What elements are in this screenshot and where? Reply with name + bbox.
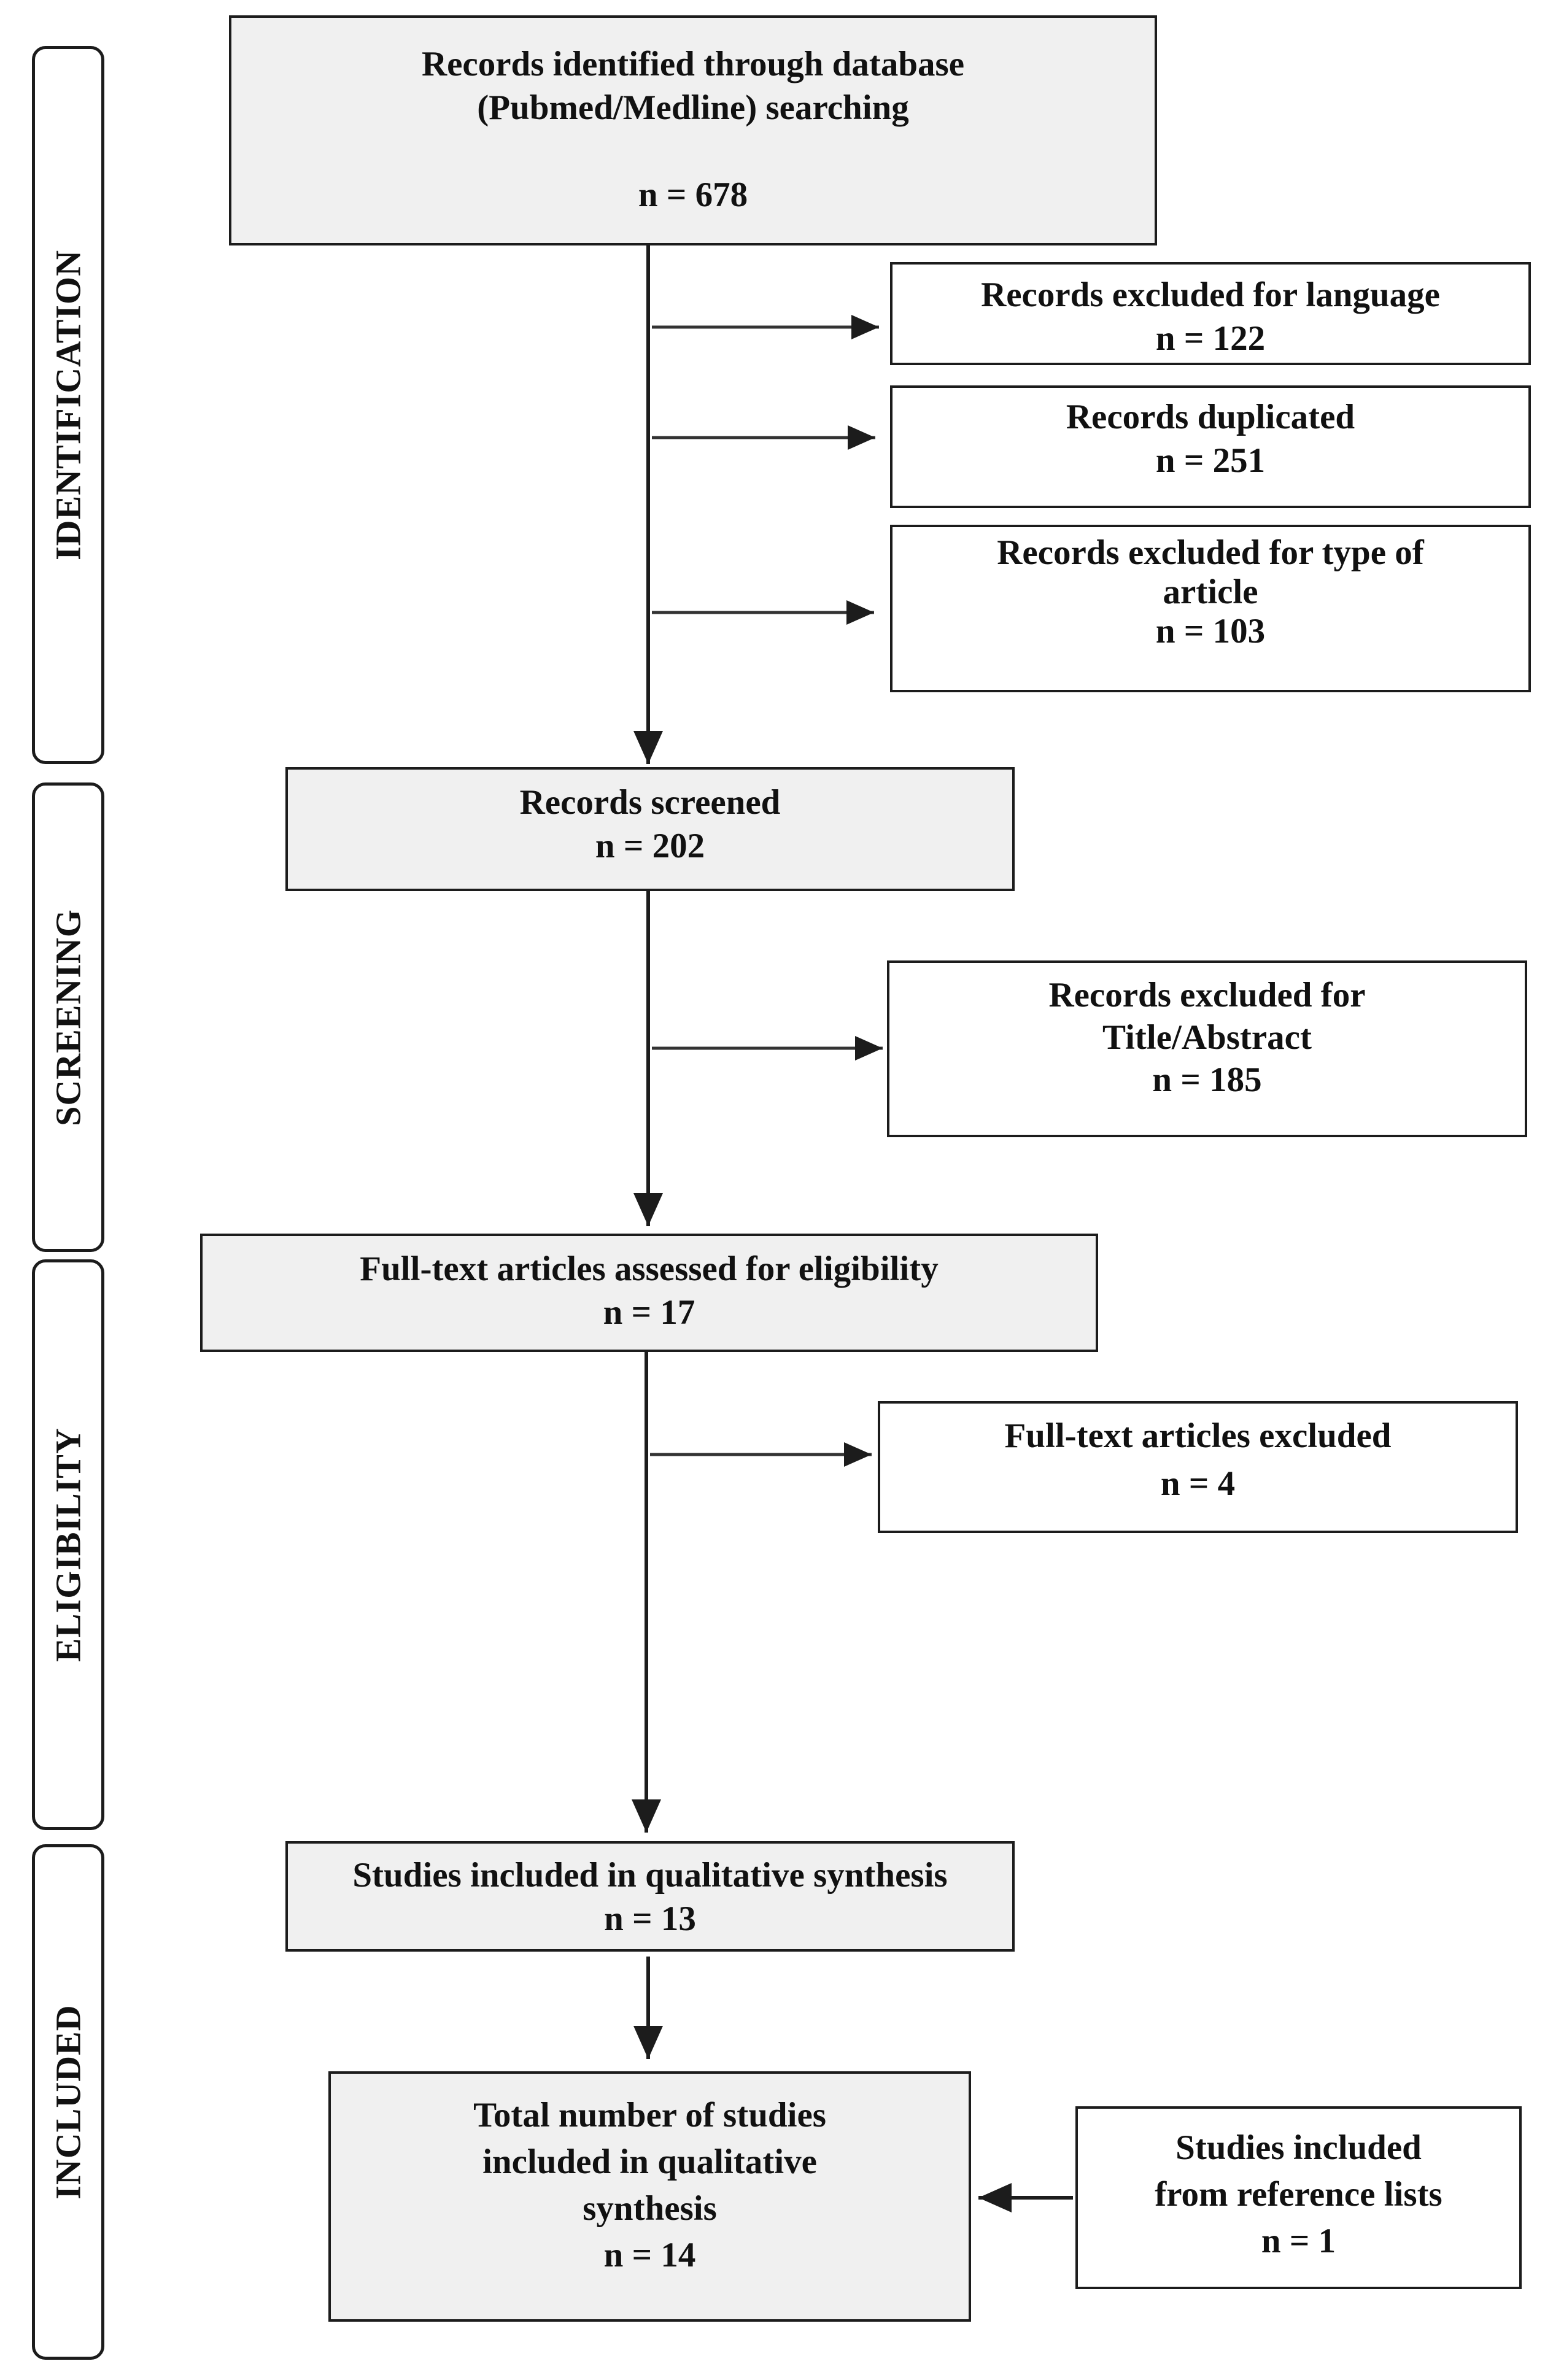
excluded-language-count: n = 122 xyxy=(1155,319,1266,358)
excluded-language-line1: Records excluded for language xyxy=(981,276,1440,314)
qualitative-count: n = 13 xyxy=(604,1899,696,1938)
total-line3: synthesis xyxy=(583,2189,717,2228)
box-total-studies: Total number of studies included in qual… xyxy=(328,2071,971,2322)
phase-identification: IDENTIFICATION xyxy=(32,46,104,764)
qualitative-line1: Studies included in qualitative synthesi… xyxy=(352,1856,948,1895)
identified-count: n = 678 xyxy=(638,176,748,214)
fulltext-excluded-line1: Full-text articles excluded xyxy=(1004,1416,1392,1455)
fulltext-assessed-count: n = 17 xyxy=(603,1293,695,1332)
phase-included: INCLUDED xyxy=(32,1844,104,2360)
phase-label-eligibility: ELIGIBILITY xyxy=(48,1428,88,1662)
box-records-identified: Records identified through database (Pub… xyxy=(229,15,1157,245)
total-line1: Total number of studies xyxy=(473,2096,826,2135)
phase-label-included: INCLUDED xyxy=(48,2004,88,2200)
box-excluded-language: Records excluded for language n = 122 xyxy=(890,262,1531,365)
box-records-screened: Records screened n = 202 xyxy=(285,767,1015,891)
reference-count: n = 1 xyxy=(1261,2222,1336,2260)
excluded-type-line2: article xyxy=(1163,573,1258,611)
reference-line2: from reference lists xyxy=(1155,2175,1442,2214)
duplicated-line1: Records duplicated xyxy=(1066,398,1355,436)
screened-line1: Records screened xyxy=(519,783,781,822)
phase-screening: SCREENING xyxy=(32,782,104,1252)
box-excluded-type: Records excluded for type of article n =… xyxy=(890,525,1531,692)
total-line2: included in qualitative xyxy=(482,2142,817,2181)
phase-label-screening: SCREENING xyxy=(48,908,88,1126)
excluded-type-count: n = 103 xyxy=(1155,612,1266,651)
identified-line1: Records identified through database xyxy=(421,45,965,83)
phase-eligibility: ELIGIBILITY xyxy=(32,1259,104,1830)
screened-count: n = 202 xyxy=(595,827,705,865)
fulltext-excluded-count: n = 4 xyxy=(1160,1464,1236,1503)
identified-line2: (Pubmed/Medline) searching xyxy=(477,88,909,127)
excluded-title-line1: Records excluded for xyxy=(1048,976,1366,1014)
fulltext-assessed-line1: Full-text articles assessed for eligibil… xyxy=(360,1250,939,1288)
box-records-duplicated: Records duplicated n = 251 xyxy=(890,385,1531,508)
box-fulltext-excluded: Full-text articles excluded n = 4 xyxy=(878,1401,1518,1533)
box-excluded-title-abstract: Records excluded for Title/Abstract n = … xyxy=(887,960,1527,1137)
total-count: n = 14 xyxy=(603,2236,696,2274)
box-reference-lists: Studies included from reference lists n … xyxy=(1075,2106,1522,2289)
excluded-title-count: n = 185 xyxy=(1152,1061,1262,1099)
box-qualitative-synthesis: Studies included in qualitative synthesi… xyxy=(285,1841,1015,1952)
duplicated-count: n = 251 xyxy=(1155,441,1266,480)
excluded-type-line1: Records excluded for type of xyxy=(997,533,1424,572)
box-fulltext-assessed: Full-text articles assessed for eligibil… xyxy=(200,1234,1098,1352)
phase-label-identification: IDENTIFICATION xyxy=(48,249,88,561)
reference-line1: Studies included xyxy=(1175,2128,1422,2167)
excluded-title-line2: Title/Abstract xyxy=(1102,1018,1312,1057)
